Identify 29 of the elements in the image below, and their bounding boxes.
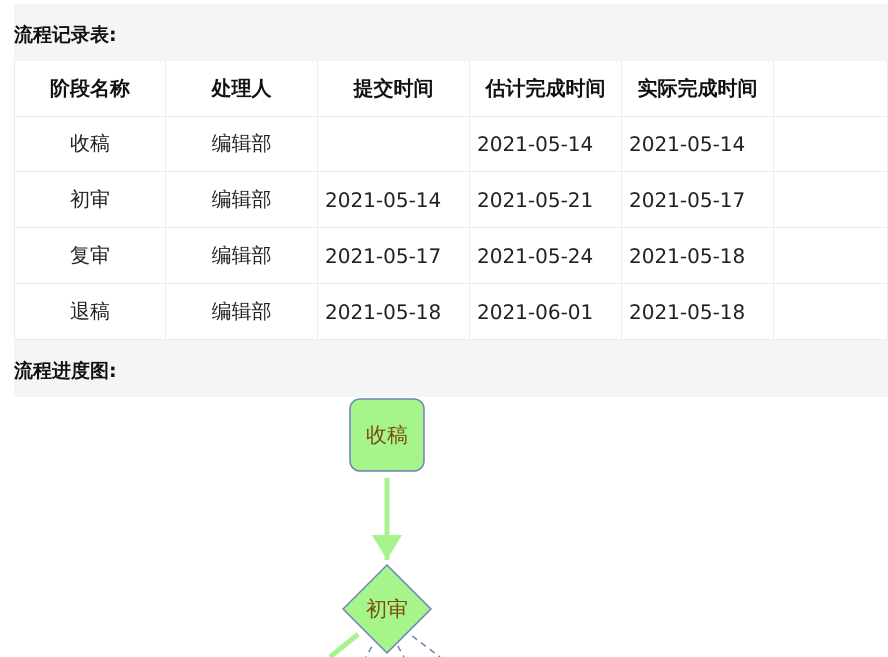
table-cell: 2021-05-21 [470,172,622,228]
table-cell: 2021-05-18 [622,228,774,284]
table-cell: 编辑部 [166,116,318,172]
table-cell: 2021-05-18 [622,284,774,340]
table-cell: 2021-06-01 [470,284,622,340]
table-cell: 初审 [14,172,166,228]
column-header: 实际完成时间 [622,61,774,117]
table-cell: 复审 [14,228,166,284]
table-cell: 退稿 [14,284,166,340]
process-box: 收稿 [349,398,425,472]
table-cell: 收稿 [14,116,166,172]
arrow [372,478,402,560]
decision-diamond: 初审 [342,564,432,654]
table-cell: 2021-05-18 [318,284,470,340]
table-cell: 2021-05-14 [318,172,470,228]
column-header: 阶段名称 [14,61,166,117]
table-cell: 2021-05-17 [318,228,470,284]
table-cell: 编辑部 [166,284,318,340]
section-heading: 流程记录表: [14,23,117,48]
table-cell: 2021-05-14 [622,116,774,172]
column-header: 处理人 [166,61,318,117]
table-cell: 编辑部 [166,172,318,228]
column-header: 估计完成时间 [470,61,622,117]
table-cell: 编辑部 [166,228,318,284]
table-cell: 2021-05-17 [622,172,774,228]
table-cell: 2021-05-14 [470,116,622,172]
table-cell: 2021-05-24 [470,228,622,284]
section-heading: 流程进度图: [14,359,117,384]
column-header: 提交时间 [318,61,470,117]
